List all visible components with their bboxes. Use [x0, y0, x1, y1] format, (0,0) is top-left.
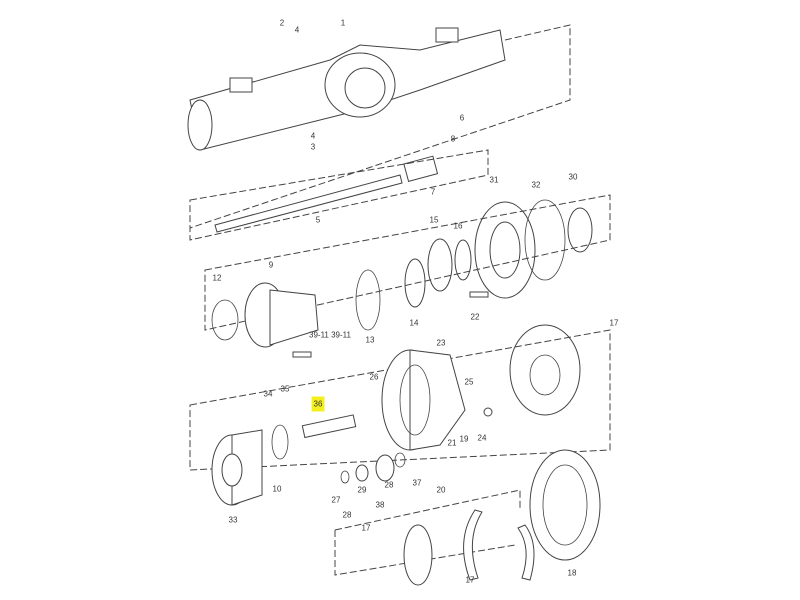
callout-6: 6	[459, 113, 465, 123]
callout-5: 5	[315, 215, 321, 225]
brake-shoes	[403, 509, 535, 586]
callout-1: 1	[340, 18, 346, 28]
callout-39-11-39-11: 39-11 39-11	[309, 330, 351, 340]
callout-13: 13	[365, 335, 375, 345]
callout-28: 28	[384, 480, 394, 490]
callout-17: 17	[609, 318, 619, 328]
axle-shaft	[214, 155, 439, 233]
callout-14: 14	[409, 318, 419, 328]
callout-12: 12	[212, 273, 222, 283]
callout-3: 3	[310, 142, 316, 152]
callout-34: 34	[263, 389, 273, 399]
axle-housing	[187, 27, 506, 151]
callout-18: 18	[567, 568, 577, 578]
wheel-hub	[211, 424, 289, 506]
callout-10: 10	[272, 484, 282, 494]
callout-28: 28	[342, 510, 352, 520]
callout-35: 35	[280, 384, 290, 394]
planet-carrier	[211, 282, 319, 358]
callout-15: 15	[429, 215, 439, 225]
callout-31: 31	[489, 175, 499, 185]
callout-38: 38	[375, 500, 385, 510]
callout-24: 24	[477, 433, 487, 443]
callout-9: 9	[268, 260, 274, 270]
ring-gear-housing	[340, 349, 493, 484]
callout-32: 32	[531, 180, 541, 190]
callout-7: 7	[430, 187, 436, 197]
callout-29: 29	[357, 485, 367, 495]
callout-22: 22	[470, 312, 480, 322]
callout-2: 2	[279, 18, 285, 28]
callout-23: 23	[436, 338, 446, 348]
brake-drum	[529, 449, 601, 561]
callout-25: 25	[464, 377, 474, 387]
hub-flange	[355, 199, 593, 331]
callout-21: 21	[447, 438, 457, 448]
callout-17: 17	[465, 575, 475, 585]
callout-4: 4	[294, 25, 300, 35]
callout-33: 33	[228, 515, 238, 525]
callout-17: 17	[361, 523, 371, 533]
callout-37: 37	[412, 478, 422, 488]
callout-19: 19	[459, 434, 469, 444]
callout-4: 4	[310, 131, 316, 141]
callout-30: 30	[568, 172, 578, 182]
callout-8: 8	[450, 134, 456, 144]
callout-16: 16	[453, 221, 463, 231]
sun-gear-shaft	[301, 414, 357, 439]
callout-27: 27	[331, 495, 341, 505]
brake-plate	[509, 324, 581, 416]
callout-36: 36	[311, 396, 325, 412]
callout-20: 20	[436, 485, 446, 495]
callout-26: 26	[369, 372, 379, 382]
